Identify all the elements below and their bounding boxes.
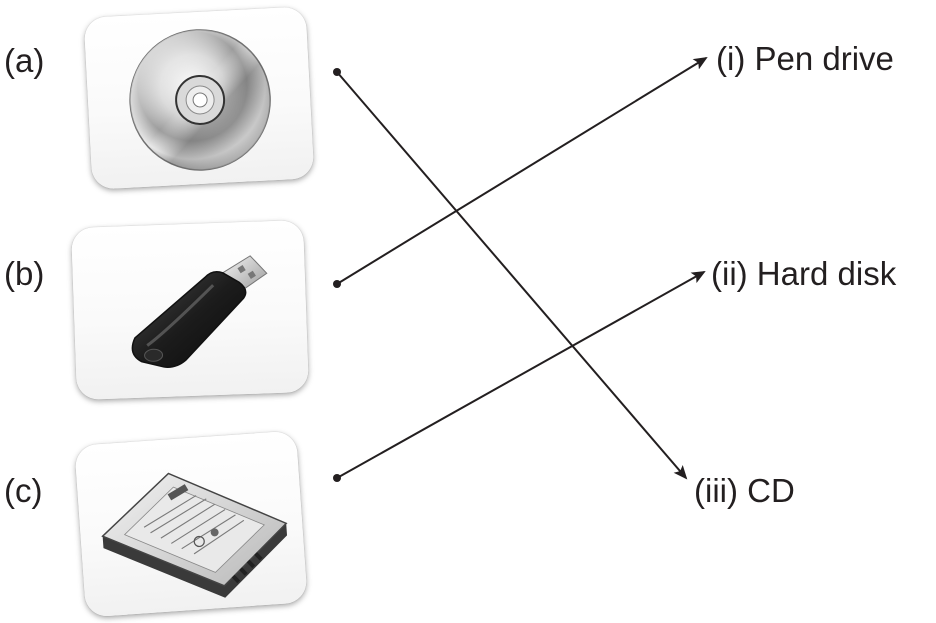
card-pen-drive (71, 220, 309, 400)
start-dot-a (333, 68, 341, 76)
card-cd (83, 6, 315, 190)
right-label-ii: (ii) Hard disk (711, 255, 897, 292)
card-hard-disk (74, 430, 308, 618)
left-label-c: (c) (4, 472, 43, 509)
line-b-to-i (336, 56, 708, 285)
left-label-b: (b) (4, 255, 45, 292)
hard-disk-icon (101, 472, 288, 598)
start-dot-b (333, 280, 341, 288)
right-label-iii: (iii) CD (694, 472, 795, 509)
cd-icon (129, 29, 271, 171)
line-a-to-iii (336, 71, 688, 480)
line-c-to-ii (336, 271, 706, 479)
left-label-a: (a) (4, 42, 45, 79)
start-dot-c (333, 474, 341, 482)
pen-drive-icon (131, 255, 268, 368)
right-label-i: (i) Pen drive (716, 40, 894, 77)
